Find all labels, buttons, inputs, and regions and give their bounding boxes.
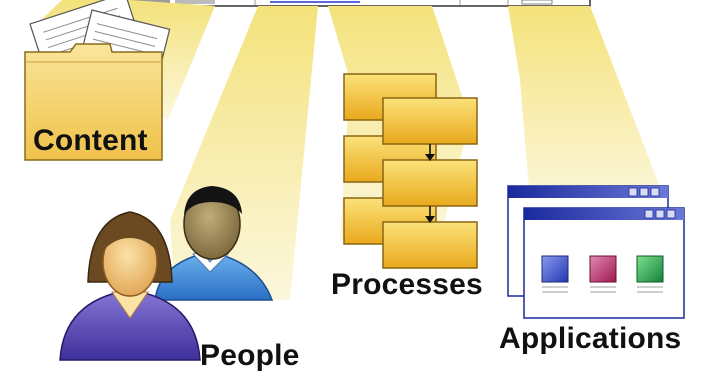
app-window-front (523, 207, 685, 319)
content-label: Content (33, 124, 148, 157)
flow-arrow-2 (425, 206, 435, 223)
process-box-4 (382, 97, 478, 145)
applications-label: Applications (499, 322, 682, 355)
people-label: People (200, 339, 300, 372)
process-flow-icon (343, 73, 478, 269)
processes-label: Processes (331, 268, 483, 301)
man-figure (154, 186, 274, 301)
two-people-icon (59, 186, 274, 361)
process-box-6 (382, 221, 478, 269)
application-windows-icon (507, 185, 685, 319)
flow-arrow-1 (425, 144, 435, 161)
process-box-5 (382, 159, 478, 207)
woman-figure (59, 211, 201, 361)
folder-with-documents-icon (24, 0, 171, 161)
